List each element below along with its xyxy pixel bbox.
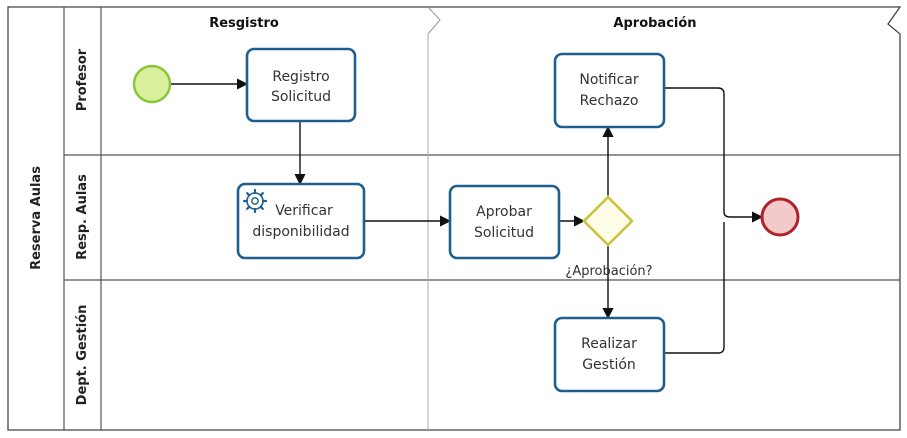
sequence-flows xyxy=(171,78,764,354)
lane-label-profesor: Profesor xyxy=(75,48,90,111)
task-registro-solicitud-line1: Registro xyxy=(272,69,329,85)
phase-label-aprobacion: Aprobación xyxy=(613,16,696,31)
task-registro-solicitud-box[interactable] xyxy=(245,47,357,123)
task-realizar-gestion-box[interactable] xyxy=(553,316,666,393)
pool-label: Reserva Aulas xyxy=(29,166,44,270)
lane-label-resp-aulas: Resp. Aulas xyxy=(75,174,90,260)
phase-label-registro: Resgistro xyxy=(209,16,279,31)
lane-label-dept-gestion: Dept. Gestión xyxy=(75,305,90,406)
task-realizar-gestion-line2: Gestión xyxy=(582,357,636,373)
task-notificar-rechazo-line1: Notificar xyxy=(579,72,639,88)
task-verificar-disponibilidad-line1: Verificar xyxy=(275,203,333,219)
task-verificar-disponibilidad-box[interactable] xyxy=(236,182,366,260)
start-event-circle[interactable] xyxy=(132,64,172,104)
end-event[interactable] xyxy=(760,197,800,237)
gateway-label: ¿Aprobación? xyxy=(565,264,652,279)
task-aprobar-solicitud-line1: Aprobar xyxy=(476,204,532,220)
flow-realizar-to-end xyxy=(664,222,725,354)
flow-merge-to-end xyxy=(723,211,764,223)
task-aprobar-solicitud-line2: Solicitud xyxy=(474,225,534,241)
task-registro-solicitud[interactable]: Registro Solicitud xyxy=(245,47,357,123)
task-verificar-disponibilidad[interactable]: Verificar disponibilidad xyxy=(236,182,366,260)
task-notificar-rechazo[interactable]: Notificar Rechazo xyxy=(553,52,666,129)
task-aprobar-solicitud[interactable]: Aprobar Solicitud xyxy=(448,184,561,260)
task-registro-solicitud-line2: Solicitud xyxy=(271,89,331,105)
exclusive-gateway[interactable]: ¿Aprobación? xyxy=(565,195,653,279)
gear-icon xyxy=(242,188,268,214)
task-verificar-disponibilidad-line2: disponibilidad xyxy=(252,224,349,240)
phases: Resgistro Aprobación xyxy=(209,6,697,430)
task-realizar-gestion-line1: Realizar xyxy=(581,336,637,352)
task-aprobar-solicitud-box[interactable] xyxy=(448,184,561,260)
end-event-circle[interactable] xyxy=(760,197,800,237)
gateway-diamond[interactable] xyxy=(582,195,634,247)
flow-notificar-to-end xyxy=(664,87,725,212)
start-event[interactable] xyxy=(132,64,172,104)
lanes: Profesor Resp. Aulas Dept. Gestión xyxy=(64,7,900,430)
task-realizar-gestion[interactable]: Realizar Gestión xyxy=(553,316,666,393)
phase-separator-chevron xyxy=(427,6,441,35)
task-notificar-rechazo-line2: Rechazo xyxy=(580,93,639,109)
task-notificar-rechazo-box[interactable] xyxy=(553,52,666,129)
